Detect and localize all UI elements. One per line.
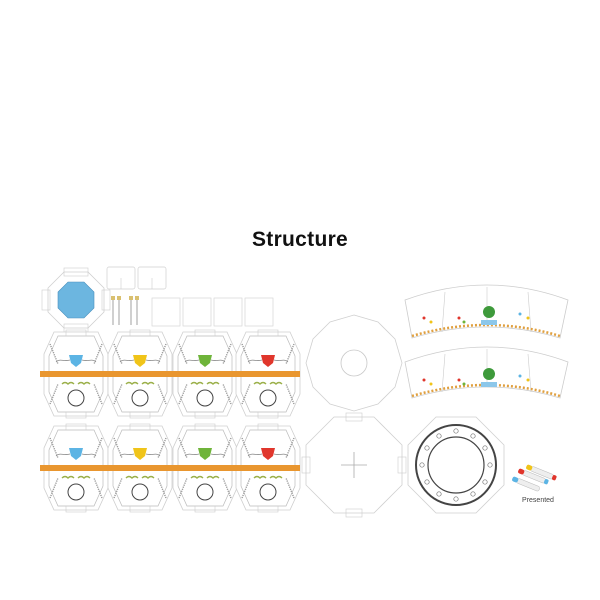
- page-title: Structure: [251, 228, 349, 251]
- small-tiles: [106, 266, 167, 290]
- presented-caption: Presented: [522, 497, 554, 504]
- octagon-ring-piece: [407, 416, 505, 514]
- square-tiles: [151, 297, 274, 327]
- panel-row-1: [40, 329, 301, 419]
- dodecagon-ring-piece: [305, 314, 403, 412]
- marker-pens-icon: [512, 464, 557, 492]
- sticks: [111, 296, 139, 325]
- curved-wall-strip-2: [404, 346, 569, 399]
- panel-row-2: [40, 423, 301, 513]
- octagon-base-piece: [301, 412, 407, 518]
- curved-wall-strip-1: [404, 284, 569, 339]
- octagon-lid: [41, 267, 111, 333]
